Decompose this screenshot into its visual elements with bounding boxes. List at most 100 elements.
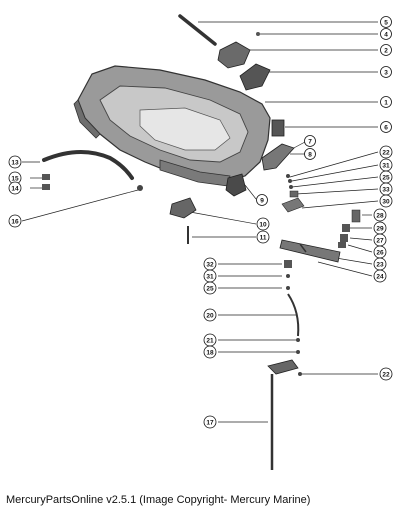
- svg-text:32: 32: [206, 261, 214, 268]
- parts-exploded-diagram: 5 4 2 3 1 6 7 8 9 10 11 13 15 14 16 22 3…: [8, 14, 393, 470]
- svg-text:4: 4: [384, 31, 388, 38]
- callout-20: 20: [203, 308, 217, 322]
- callout-28: 28: [373, 208, 387, 222]
- svg-text:17: 17: [206, 419, 214, 426]
- callout-27: 27: [373, 233, 387, 247]
- svg-text:2: 2: [384, 47, 388, 54]
- callouts: 5 4 2 3 1 6 7 8 9 10 11 13 15 14 16 22 3…: [8, 16, 393, 429]
- svg-text:3: 3: [384, 69, 388, 76]
- svg-text:7: 7: [308, 138, 312, 145]
- washer-part-31: [288, 179, 292, 183]
- callout-18: 18: [203, 345, 217, 359]
- knob-part-29: [342, 224, 350, 232]
- callout-10: 10: [256, 217, 270, 231]
- callout-13: 13: [8, 155, 22, 169]
- callout-17: 17: [203, 415, 217, 429]
- copyright-caption: MercuryPartsOnline v2.5.1 (Image Copyrig…: [6, 494, 311, 506]
- callout-16: 16: [8, 214, 22, 228]
- fitting-part-16: [137, 185, 143, 191]
- washer-part-25b: [286, 286, 290, 290]
- callout-22-upper: 22: [379, 145, 393, 159]
- washer-part-31b: [286, 274, 290, 278]
- latch-part-7: [261, 143, 295, 171]
- svg-text:11: 11: [260, 234, 267, 241]
- callout-31-upper: 31: [379, 158, 393, 172]
- knob-part-27: [340, 234, 348, 242]
- clip-part-9: [225, 173, 247, 197]
- svg-text:29: 29: [376, 225, 384, 232]
- svg-text:6: 6: [384, 124, 388, 131]
- callout-4: 4: [380, 28, 392, 40]
- callout-26: 26: [373, 245, 387, 259]
- svg-text:13: 13: [11, 159, 19, 166]
- callout-31-lower: 31: [203, 269, 217, 283]
- callout-24: 24: [373, 269, 387, 283]
- callout-30: 30: [379, 194, 393, 208]
- svg-text:28: 28: [376, 212, 384, 219]
- pad-part-3: [239, 63, 271, 91]
- svg-text:9: 9: [260, 197, 264, 204]
- cap-part-28: [351, 209, 361, 223]
- svg-text:31: 31: [206, 273, 214, 280]
- svg-text:25: 25: [206, 285, 214, 292]
- callout-2: 2: [380, 44, 392, 56]
- svg-text:30: 30: [382, 198, 390, 205]
- svg-text:26: 26: [376, 249, 384, 256]
- callout-29: 29: [373, 221, 387, 235]
- svg-text:22: 22: [382, 371, 390, 378]
- svg-text:5: 5: [384, 19, 388, 26]
- svg-text:33: 33: [382, 186, 390, 193]
- arm-part-17-top: [267, 359, 299, 375]
- svg-text:8: 8: [308, 151, 312, 158]
- callout-25-upper: 25: [379, 170, 393, 184]
- washer-part-21: [296, 338, 300, 342]
- svg-text:1: 1: [384, 99, 388, 106]
- clamp-part-14: [42, 184, 50, 190]
- link-part-30: [281, 197, 305, 213]
- callout-11: 11: [256, 230, 270, 244]
- cable-part-20: [287, 293, 300, 337]
- callout-33: 33: [379, 182, 393, 196]
- callout-21: 21: [203, 333, 217, 347]
- svg-text:10: 10: [259, 221, 267, 228]
- svg-text:22: 22: [382, 149, 390, 156]
- svg-text:14: 14: [11, 185, 19, 192]
- washer-part-25: [289, 185, 293, 189]
- knob-part-26: [338, 242, 346, 248]
- callout-25-lower: 25: [203, 281, 217, 295]
- bottom-cowl-part: [73, 65, 271, 187]
- bracket-part-2: [217, 41, 251, 69]
- callout-32: 32: [203, 257, 217, 271]
- callout-5: 5: [380, 16, 392, 28]
- svg-text:18: 18: [206, 349, 214, 356]
- washer-part-18: [296, 350, 300, 354]
- callout-14: 14: [8, 181, 22, 195]
- screw-part-4: [256, 32, 260, 36]
- callout-9: 9: [256, 194, 268, 206]
- clamp-part-15: [42, 174, 50, 180]
- callout-8: 8: [304, 148, 316, 160]
- callout-1: 1: [380, 96, 392, 108]
- svg-text:25: 25: [382, 174, 390, 181]
- svg-text:23: 23: [376, 261, 384, 268]
- clip-part-32: [284, 260, 292, 268]
- svg-text:21: 21: [206, 337, 214, 344]
- hose-part-13: [42, 149, 134, 180]
- svg-text:20: 20: [206, 312, 214, 319]
- pin-part-23: [299, 243, 307, 253]
- rod-part-5: [178, 14, 217, 46]
- callout-22-lower: 22: [379, 367, 393, 381]
- bracket-part-10: [169, 197, 197, 219]
- svg-text:31: 31: [382, 162, 390, 169]
- callout-6: 6: [380, 121, 392, 133]
- svg-text:27: 27: [376, 237, 384, 244]
- callout-23: 23: [373, 257, 387, 271]
- washer-part-22: [286, 174, 290, 178]
- block-part-6: [271, 119, 285, 137]
- washer-part-22b: [298, 372, 302, 376]
- callout-3: 3: [380, 66, 392, 78]
- lever-part-24: [279, 239, 341, 263]
- clip-part-33: [289, 190, 299, 198]
- svg-text:15: 15: [11, 175, 19, 182]
- svg-text:24: 24: [376, 273, 384, 280]
